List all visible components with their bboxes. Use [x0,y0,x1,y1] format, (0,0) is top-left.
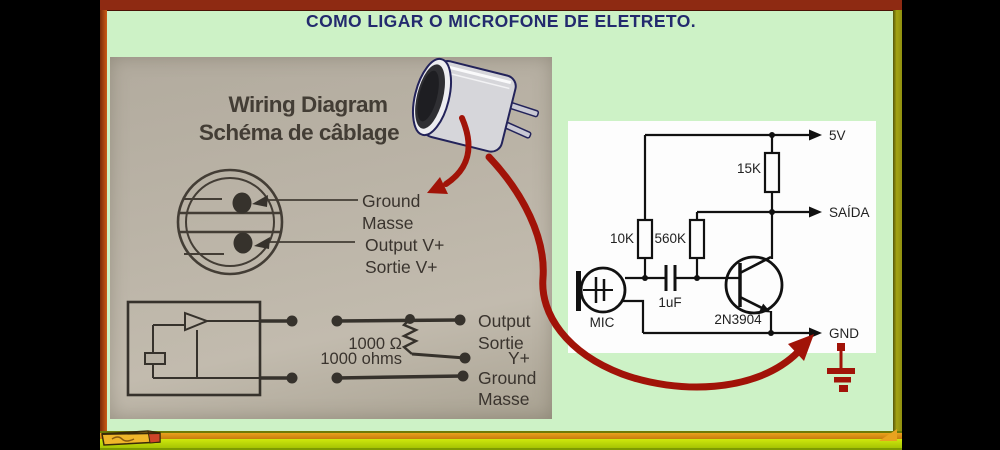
label-mic: MIC [590,315,615,330]
label-560k: 560K [654,231,686,246]
resistor-10k [636,218,654,260]
terminal-dots [286,314,471,384]
pin-label-masse: Masse [362,213,414,233]
photo-title-line2: Schéma de câblage [199,120,399,145]
eraser-book-clipart-icon [101,430,161,446]
res-value-ohm: 1000 Ω [348,335,402,353]
pin-label-output: Output V+ [365,235,444,255]
label-2n3904: 2N3904 [714,312,762,327]
solder-pad-output [233,232,253,254]
application-schematic [126,300,466,397]
out-label-output: Output [478,311,531,331]
resistor-560k [688,218,706,260]
rail-label-gnd: GND [829,326,859,341]
rail-label-saida: SAÍDA [829,205,870,220]
internal-component [144,352,166,365]
pin-label-sortie: Sortie V+ [365,257,437,277]
label-15k: 15K [737,161,761,176]
frame-left-edge [100,10,107,431]
electret-mic-clipart-icon [411,57,540,153]
tray-line [100,431,902,433]
tray-ledge [100,439,902,448]
amplifier-schematic: 5V SAÍDA GND 15K 10K 560K 1uF MIC 2N3904 [576,128,870,341]
page-title: COMO LIGAR O MICROFONE DE ELETRETO. [306,11,696,31]
amplifier-schematic-panel: 5V SAÍDA GND 15K 10K 560K 1uF MIC 2N3904 [568,121,876,353]
frame-top-bar [100,0,902,11]
frame-right-edge [893,10,902,431]
label-1uf: 1uF [658,295,681,310]
leader-arrowhead [252,195,268,207]
photo-title-line1: Wiring Diagram [228,92,387,117]
mic-diaphragm-bar [576,271,581,311]
mic-internal-box [126,300,262,397]
res-value-ohms: 1000 ohms [320,350,402,368]
mic-pinout-drawing [176,168,358,276]
out-label-ground: Ground [478,368,536,388]
pinout-outer-circle [176,168,284,276]
leader-arrowhead [254,237,270,249]
pin-label-ground: Ground [362,191,420,211]
resistor-15k [763,151,781,194]
rail-label-5v: 5V [829,128,846,143]
tray-shadow [100,448,902,450]
resistor-1000ohm [401,318,419,355]
solder-pad-ground [232,192,252,214]
label-10k: 10K [610,231,634,246]
mic-pin [508,101,540,118]
fet-triangle [184,311,210,332]
out-label-vplus: Y+ [508,348,530,368]
out-label-masse: Masse [478,389,530,409]
pinout-inner-circle [185,177,275,267]
